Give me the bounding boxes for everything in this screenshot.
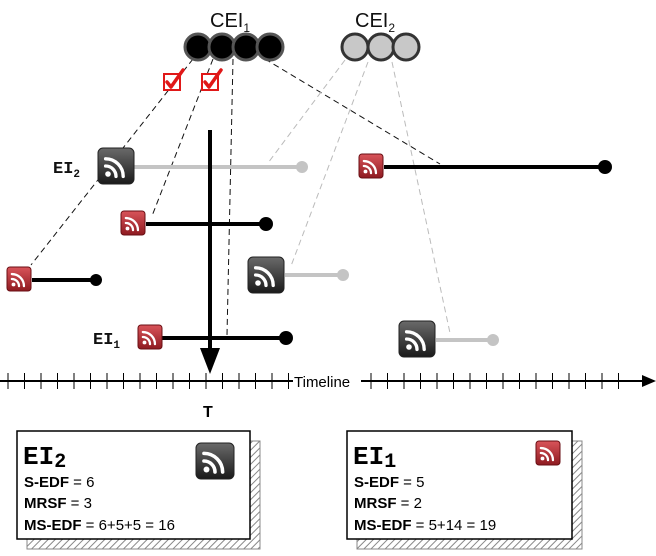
ei2-label: EI2 (53, 160, 80, 181)
card-ei1: EI1 S-EDF = 5 MRSF = 2 MS-EDF = 5+14 = 1… (346, 430, 583, 550)
cei1-connectors (30, 58, 441, 336)
metric-row: MRSF = 3 (24, 495, 92, 512)
event-bar-red-mid[interactable] (120, 210, 273, 236)
cei1-label: CEI1 (210, 10, 250, 35)
cei2-connectors (267, 59, 451, 334)
cei1-circles[interactable] (183, 32, 285, 62)
event-bar-grey-mid[interactable] (247, 256, 349, 294)
rss-feed-icon (535, 440, 561, 466)
event-bar-ei1[interactable] (137, 324, 293, 350)
current-time-arrow (200, 130, 220, 374)
cei2-label: CEI2 (355, 10, 395, 35)
check-icon (163, 68, 185, 91)
metric-row: S-EDF = 5 (354, 474, 424, 491)
metric-row: MS-EDF = 5+14 = 19 (354, 517, 496, 534)
ei1-label: EI1 (93, 331, 120, 352)
rss-feed-icon (195, 442, 235, 480)
timeline-label: Timeline (294, 374, 350, 391)
cei2-circles[interactable] (340, 32, 421, 62)
event-bar-grey-right[interactable] (398, 320, 499, 358)
metric-row: MRSF = 2 (354, 495, 422, 512)
metric-row: S-EDF = 6 (24, 474, 94, 491)
check-icon (201, 68, 223, 91)
event-bar-red-left[interactable] (6, 266, 102, 292)
card-ei2: EI2 S-EDF = 6 MRSF = 3 MS-EDF = 6+5+5 = … (16, 430, 261, 550)
metric-row: MS-EDF = 6+5+5 = 16 (24, 517, 175, 534)
event-bar-ei2[interactable] (97, 147, 308, 185)
card-ei1-title: EI1 (353, 442, 396, 474)
time-marker-label: T (203, 404, 213, 421)
event-bar-red-right[interactable] (358, 153, 612, 179)
card-ei2-title: EI2 (23, 442, 66, 474)
